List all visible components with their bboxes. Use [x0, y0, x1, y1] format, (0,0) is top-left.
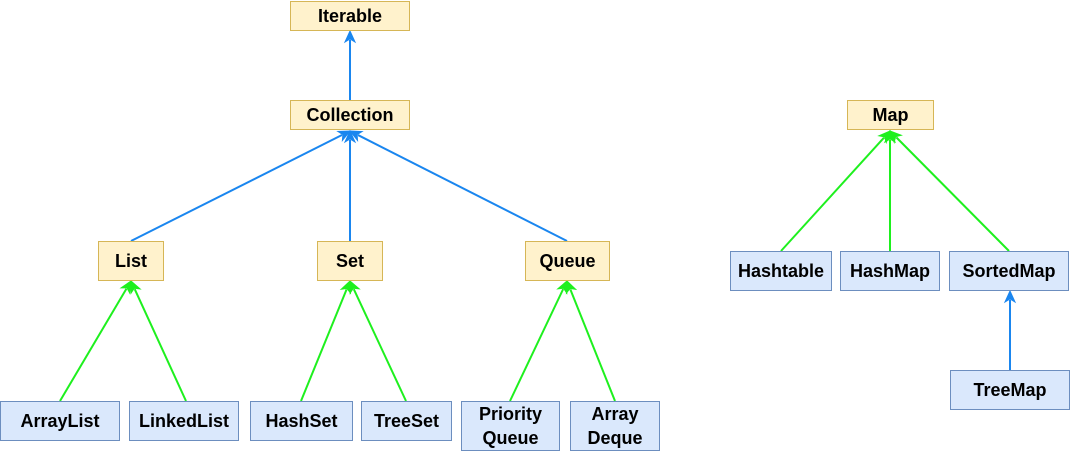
arrowhead-icon [343, 29, 357, 44]
node-treemap-label: TreeMap [973, 380, 1047, 400]
node-array-deque-label: Array Deque [587, 404, 643, 448]
node-arraylist-label: ArrayList [20, 411, 100, 431]
edge-line [133, 288, 187, 402]
node-treemap: TreeMap [950, 370, 1070, 410]
edge-hashtable-to-map [780, 130, 891, 252]
node-priority-queue: Priority Queue [461, 401, 560, 451]
node-hashtable: Hashtable [730, 251, 832, 291]
edge-sortedmap-to-map [889, 130, 1010, 252]
edge-line [300, 288, 348, 402]
node-linkedlist-label: LinkedList [138, 411, 229, 431]
node-iterable: Iterable [290, 1, 410, 31]
node-array-deque: Array Deque [570, 401, 660, 451]
edge-linkedlist-to-list [130, 279, 187, 402]
edge-line [569, 288, 616, 402]
arrowhead-icon [1003, 289, 1017, 304]
node-queue-label: Queue [539, 251, 596, 271]
node-hashtable-label: Hashtable [737, 261, 825, 281]
node-list-label: List [114, 251, 147, 271]
node-list: List [98, 241, 164, 281]
node-arraylist: ArrayList [0, 401, 120, 441]
edge-line [59, 288, 128, 402]
node-hashmap-label: HashMap [849, 261, 930, 281]
arrowhead-icon [130, 279, 142, 295]
arrowhead-icon [889, 130, 903, 145]
edge-line [130, 134, 343, 242]
edge-list-to-collection [130, 130, 352, 242]
arrowhead-icon [119, 279, 132, 295]
node-hashset: HashSet [250, 401, 353, 441]
edge-hashmap-to-map [883, 129, 897, 251]
node-linkedlist: LinkedList [129, 401, 239, 441]
edge-queue-to-collection [348, 130, 568, 242]
node-set-label: Set [335, 251, 364, 271]
node-iterable-label: Iterable [317, 6, 383, 26]
node-collection-label: Collection [306, 105, 394, 125]
edge-line [357, 134, 568, 242]
edge-line [780, 136, 885, 252]
edge-pqueue-to-queue [509, 279, 568, 402]
arrowhead-icon [565, 279, 578, 295]
node-collection: Collection [290, 100, 410, 130]
node-priority-queue-label: Priority Queue [478, 404, 543, 448]
node-treeset: TreeSet [361, 401, 452, 441]
arrowhead-icon [349, 279, 361, 295]
node-hashset-label: HashSet [265, 411, 338, 431]
node-map-label: Map [872, 105, 909, 125]
arrowhead-icon [348, 130, 364, 142]
node-map: Map [847, 100, 934, 130]
node-set: Set [317, 241, 383, 281]
edge-line [895, 136, 1010, 252]
edge-treeset-to-set [349, 279, 407, 402]
edge-arraylist-to-list [59, 279, 132, 402]
edge-treemap-to-sortedmap [1003, 289, 1017, 370]
arrowhead-icon [343, 129, 357, 144]
node-treeset-label: TreeSet [373, 411, 440, 431]
edge-hashset-to-set [300, 279, 352, 402]
node-queue: Queue [525, 241, 610, 281]
node-sortedmap-label: SortedMap [962, 261, 1056, 281]
edge-adeque-to-queue [565, 279, 616, 402]
edge-set-to-collection [343, 129, 357, 241]
arrowhead-icon [336, 130, 352, 142]
edge-line [352, 288, 407, 402]
node-sortedmap: SortedMap [949, 251, 1069, 291]
edge-collection-to-iterable [343, 29, 357, 100]
edge-line [509, 288, 565, 402]
node-hashmap: HashMap [840, 251, 940, 291]
